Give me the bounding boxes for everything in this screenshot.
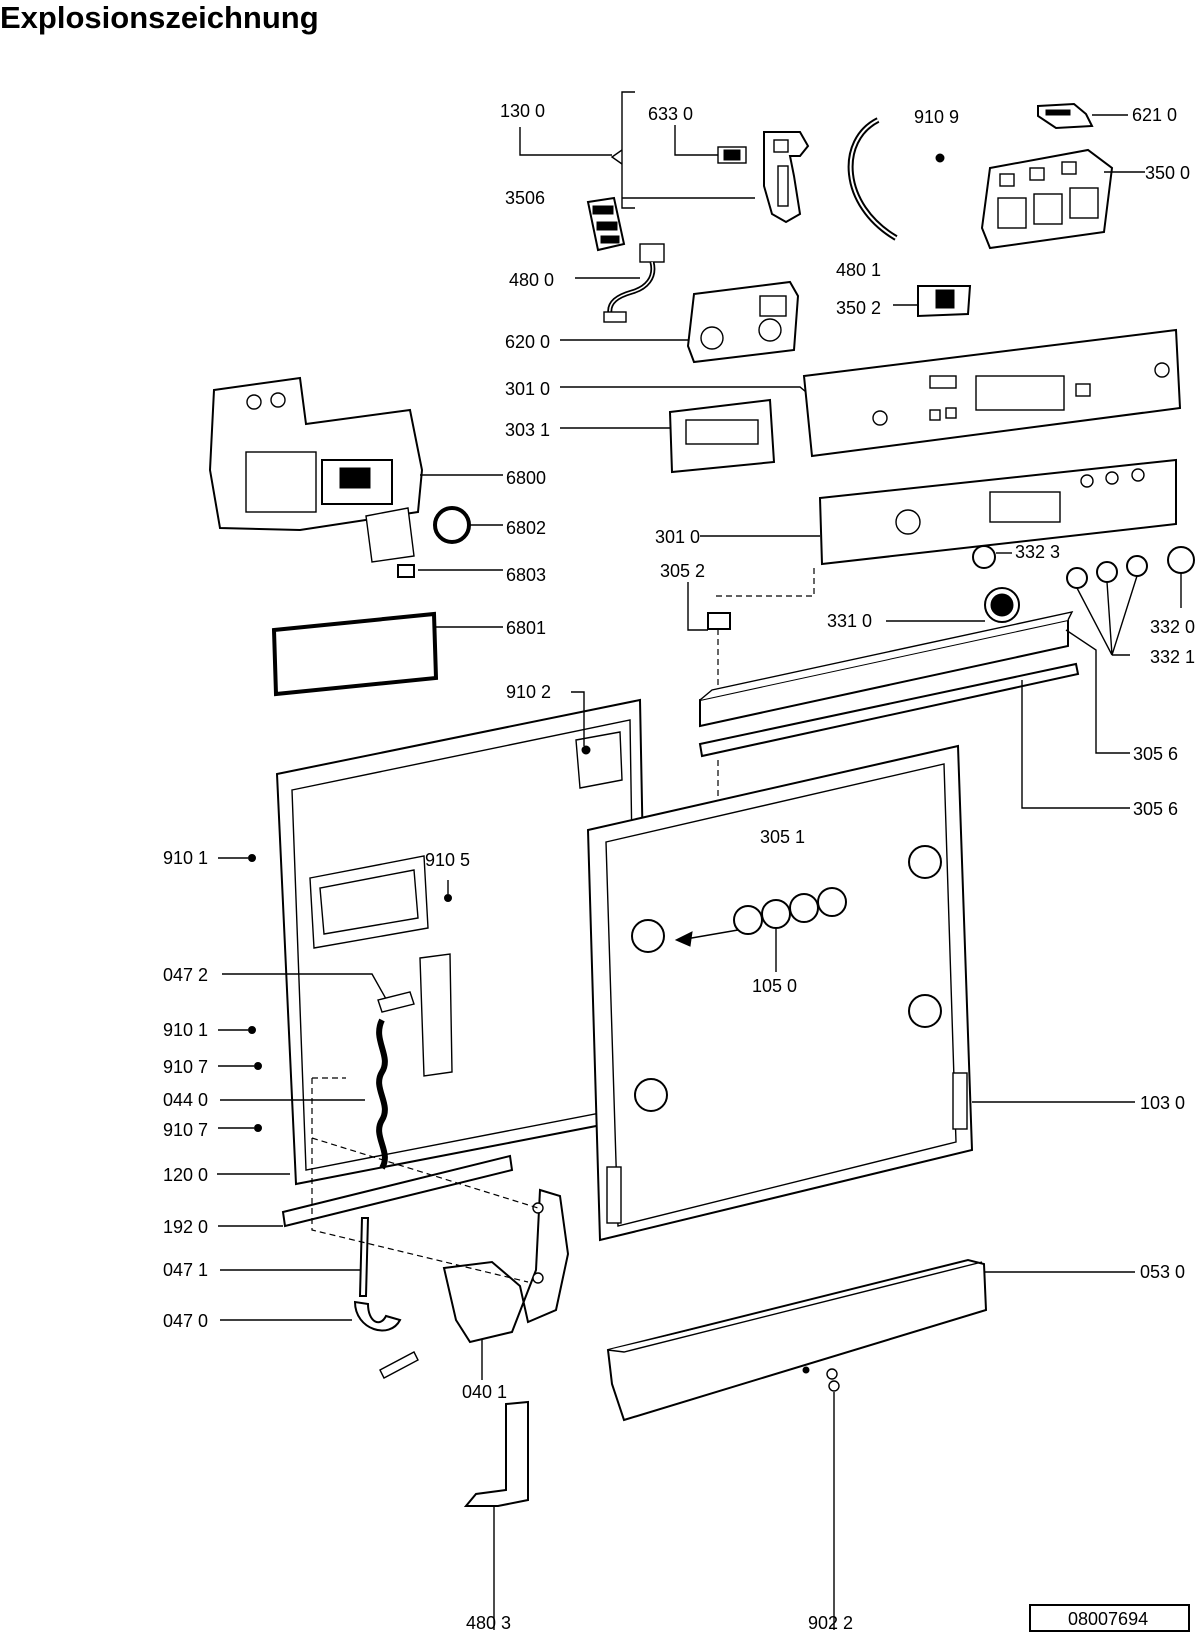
hinge-bracket-040 [311, 1077, 570, 1380]
kick-plate-053 [606, 1258, 1135, 1422]
label-910-7-b: 910 7 [163, 1120, 208, 1140]
control-panel-301 [560, 328, 1182, 458]
label-105-0: 105 0 [752, 976, 797, 996]
label-305-2: 305 2 [660, 561, 705, 581]
module-3506 [586, 196, 626, 252]
bracket-480-3 [463, 1400, 529, 1630]
knob-332-3 [972, 545, 1012, 569]
knob-332-0 [1167, 546, 1195, 608]
module-350-2 [893, 285, 972, 318]
label-480-0: 480 0 [509, 270, 554, 290]
clip-6803 [397, 564, 503, 578]
document-number: 08007694 [1029, 1604, 1190, 1632]
label-910-5: 910 5 [425, 850, 470, 870]
outer-door-panel-120 [217, 698, 650, 1186]
label-103-0: 103 0 [1140, 1093, 1185, 1113]
hook-047-2 [222, 973, 415, 1013]
label-620-0: 620 0 [505, 332, 550, 352]
label-192-0: 192 0 [163, 1217, 208, 1237]
knob-331 [886, 587, 1020, 623]
label-120-0: 120 0 [163, 1165, 208, 1185]
label-480-1: 480 1 [836, 260, 881, 280]
label-053-0: 053 0 [1140, 1262, 1185, 1282]
label-305-6-a: 305 6 [1133, 744, 1178, 764]
label-350-2: 350 2 [836, 298, 881, 318]
label-6802: 6802 [506, 518, 546, 538]
part-labels: 130 0 633 0 910 9 621 0 350 0 3506 480 0… [163, 101, 1195, 1632]
switch-part-633 [674, 125, 747, 164]
screw-902-2 [826, 1368, 840, 1630]
page-title: Explosionszeichnung [0, 0, 319, 35]
detergent-dispenser-6800 [208, 376, 503, 563]
rail-305-6 [698, 662, 1130, 809]
label-305-6-b: 305 6 [1133, 799, 1178, 819]
wire-harness-480-0 [575, 243, 665, 323]
label-130-0: 130 0 [500, 101, 545, 121]
label-910-9: 910 9 [914, 107, 959, 127]
label-480-3: 480 3 [466, 1613, 511, 1632]
label-910-1-a: 910 1 [163, 848, 208, 868]
label-305-1: 305 1 [760, 827, 805, 847]
control-board-350 [980, 148, 1145, 250]
label-332-3: 332 3 [1015, 542, 1060, 562]
label-6800: 6800 [506, 468, 546, 488]
hinge-spring-044 [220, 1018, 388, 1170]
gasket-6801 [271, 611, 503, 697]
label-910-1-b: 910 1 [163, 1020, 208, 1040]
label-350-0: 350 0 [1145, 163, 1190, 183]
label-303-1: 303 1 [505, 420, 550, 440]
bottom-rail-192 [218, 1154, 514, 1228]
bracket-group-130 [519, 91, 755, 209]
label-332-0: 332 0 [1150, 617, 1195, 637]
bracket-305-2 [687, 565, 815, 700]
label-301-0-a: 301 0 [505, 379, 550, 399]
door-lock-hook-part [763, 131, 810, 224]
label-621-0: 621 0 [1132, 105, 1177, 125]
label-6803: 6803 [506, 565, 546, 585]
label-331-0: 331 0 [827, 611, 872, 631]
label-047-2: 047 2 [163, 965, 208, 985]
label-301-0-b: 301 0 [655, 527, 700, 547]
label-633-0: 633 0 [648, 104, 693, 124]
label-040-1: 040 1 [462, 1382, 507, 1402]
label-332-1: 332 1 [1150, 647, 1195, 667]
front-fascia-301 [700, 458, 1177, 566]
label-047-1: 047 1 [163, 1260, 208, 1280]
label-047-0: 047 0 [163, 1311, 208, 1331]
button-strip-303 [560, 398, 776, 474]
screws-910 [218, 691, 591, 1132]
screw-910-9 [935, 153, 945, 163]
knobs-332-1 [1066, 555, 1148, 656]
label-6801: 6801 [506, 618, 546, 638]
front-bar-305-6 [699, 611, 1130, 754]
cable-arc-480-1 [847, 117, 898, 241]
small-board-621 [1037, 102, 1128, 130]
document-number-text: 08007694 [1068, 1609, 1148, 1629]
label-910-7-a: 910 7 [163, 1057, 208, 1077]
label-902-2: 902 2 [808, 1613, 853, 1632]
label-3506: 3506 [505, 188, 545, 208]
seal-ring-6802 [433, 506, 503, 544]
inner-door-panel-103 [586, 744, 1135, 1242]
display-board-620 [560, 280, 800, 364]
label-910-2: 910 2 [506, 682, 551, 702]
hinge-parts-047 [220, 1217, 419, 1379]
label-044-0: 044 0 [163, 1090, 208, 1110]
